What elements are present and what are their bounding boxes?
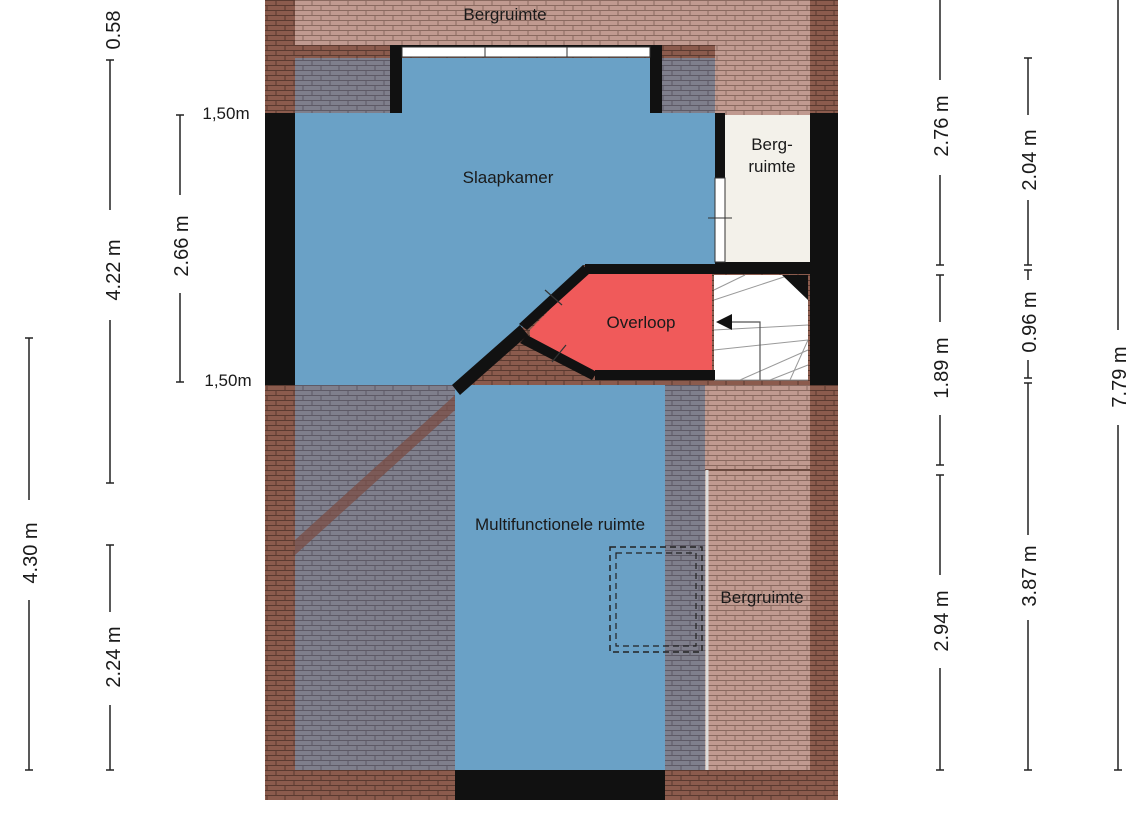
dim-right-1-mid-label: 1.89 m xyxy=(931,337,953,398)
label-berg-top: Bergruimte xyxy=(463,5,546,24)
dormer-right-area xyxy=(658,58,715,113)
dim-right-2-bottom-label: 3.87 m xyxy=(1019,545,1041,606)
dim-left-mid-main-label: 4.22 m xyxy=(103,239,125,300)
window-top xyxy=(401,46,651,58)
slaapkamer-area xyxy=(295,58,715,385)
dim-left-inner: 2.66 m xyxy=(171,114,193,383)
label-overloop: Overloop xyxy=(607,313,676,332)
dim-right-2-mid-label: 0.96 m xyxy=(1019,291,1041,352)
label-level-upper: 1,50m xyxy=(202,104,249,123)
dim-right-3: 7.79 m xyxy=(1109,0,1131,771)
berg-top-area xyxy=(295,0,715,45)
multi-area xyxy=(455,385,665,770)
hatch-outline xyxy=(609,546,703,653)
diag-slope-band xyxy=(295,395,455,555)
berg-top-right-area xyxy=(715,0,810,115)
diag-wall xyxy=(452,325,528,395)
label-berg-right-2: ruimte xyxy=(748,157,795,176)
dim-left-outer: 4.30 m xyxy=(20,337,42,771)
stair-corner-wall xyxy=(782,275,808,300)
berg-bottom-right-area xyxy=(705,385,810,770)
dim-left-mid-bottom-label: 2.24 m xyxy=(103,626,125,687)
multi-left-roof xyxy=(295,385,455,770)
berg-right-area xyxy=(725,115,810,265)
dim-right-1-bottom-label: 2.94 m xyxy=(931,590,953,651)
dim-left-mid-top-label: 0.58 xyxy=(103,11,125,50)
label-berg-right-1: Berg- xyxy=(751,135,793,154)
stair-treads xyxy=(713,274,809,381)
door-landing-upper-tick xyxy=(544,289,563,306)
hatch-outline-inner xyxy=(615,552,697,647)
door-landing-lower-tick xyxy=(551,344,567,363)
dim-right-2: 2.04 m 0.96 m 3.87 m xyxy=(1019,57,1041,771)
dim-right-1: 2.76 m 1.89 m 2.94 m xyxy=(931,0,953,771)
landing-wall-upper xyxy=(519,265,590,330)
door-right-storage xyxy=(714,177,726,263)
label-berg-bottom-right: Bergruimte xyxy=(720,588,803,607)
dim-right-3-label: 7.79 m xyxy=(1109,346,1131,407)
label-multi: Multifunctionele ruimte xyxy=(475,515,645,534)
landing-wall-lower xyxy=(520,335,597,380)
overloop-area xyxy=(530,273,712,375)
dim-left-mid: 0.58 4.22 m 2.24 m xyxy=(103,11,125,771)
label-slaapkamer: Slaapkamer xyxy=(463,168,554,187)
stair-arrow-line xyxy=(730,321,761,380)
multi-right-roof xyxy=(665,385,705,770)
dim-left-inner-label: 2.66 m xyxy=(171,215,193,276)
dim-left-outer-label: 4.30 m xyxy=(20,522,42,583)
dim-right-2-top-label: 2.04 m xyxy=(1019,129,1041,190)
stair-arrow-icon xyxy=(716,314,732,330)
dim-right-1-top-label: 2.76 m xyxy=(931,95,953,156)
dormer-left-area xyxy=(295,58,395,113)
label-level-lower: 1,50m xyxy=(204,371,251,390)
